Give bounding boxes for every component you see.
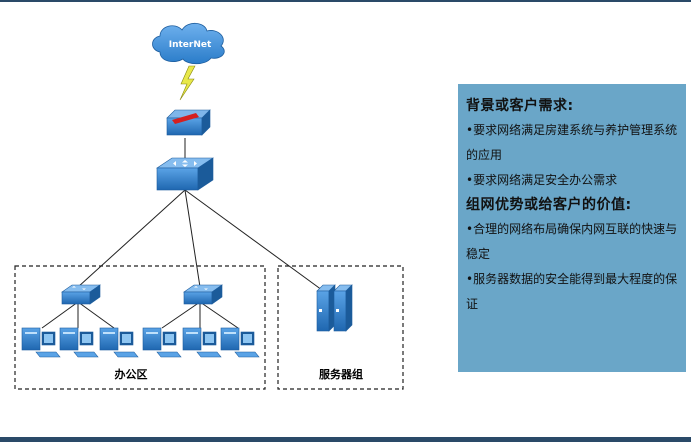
lightning-bolt-icon bbox=[179, 65, 196, 101]
link-core-servers bbox=[184, 189, 323, 291]
pc-icon bbox=[99, 327, 139, 358]
link-sw2-pc4 bbox=[161, 301, 201, 329]
server-icon bbox=[316, 284, 353, 332]
link-sw2-pc6 bbox=[199, 301, 239, 329]
connection-lines bbox=[41, 138, 323, 329]
cloud-label: InterNet bbox=[169, 40, 212, 50]
bottom-border bbox=[0, 437, 691, 442]
workstations bbox=[21, 327, 260, 358]
background-list: •要求网络满足房建系统与养护管理系统的应用 •要求网络满足安全办公需求 bbox=[466, 118, 678, 193]
value-list: •合理的网络布局确保内网互联的快速与稳定 •服务器数据的安全能得到最大程度的保证 bbox=[466, 217, 678, 317]
access-switch-icon-1 bbox=[61, 284, 101, 305]
pc-icon bbox=[220, 327, 260, 358]
pc-icon bbox=[142, 327, 182, 358]
info-panel: 背景或客户需求: •要求网络满足房建系统与养护管理系统的应用 •要求网络满足安全… bbox=[458, 84, 686, 372]
server-group-box bbox=[277, 265, 404, 390]
link-core-switch-2 bbox=[184, 189, 201, 288]
background-item-2: •要求网络满足安全办公需求 bbox=[466, 173, 618, 187]
office-group-label: 办公区 bbox=[115, 367, 148, 381]
link-sw1-pc3 bbox=[77, 301, 115, 329]
pc-icon bbox=[182, 327, 222, 358]
background-heading: 背景或客户需求: bbox=[466, 98, 574, 114]
office-group-box bbox=[14, 265, 266, 390]
server-group-label: 服务器组 bbox=[319, 367, 363, 381]
link-core-switch-1 bbox=[77, 189, 186, 288]
top-border bbox=[0, 0, 691, 2]
link-sw1-pc1 bbox=[41, 301, 79, 329]
value-item-1: •合理的网络布局确保内网互联的快速与稳定 bbox=[466, 222, 678, 261]
internet-cloud-icon: InterNet bbox=[152, 22, 225, 65]
background-item-1: •要求网络满足房建系统与养护管理系统的应用 bbox=[466, 123, 678, 162]
core-switch-icon bbox=[156, 157, 214, 191]
firewall-icon bbox=[166, 109, 211, 136]
value-item-2: •服务器数据的安全能得到最大程度的保证 bbox=[466, 272, 678, 311]
pc-icon bbox=[21, 327, 61, 358]
access-switch-icon-2 bbox=[183, 284, 223, 305]
value-heading: 组网优势或给客户的价值: bbox=[466, 197, 632, 213]
pc-icon bbox=[59, 327, 99, 358]
